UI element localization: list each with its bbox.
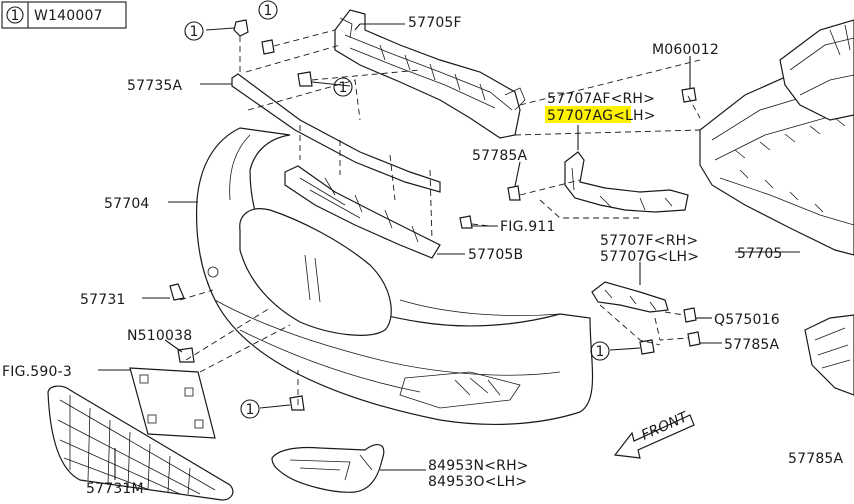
part-57731M-lower-grille	[47, 385, 234, 501]
label-84953N[interactable]: 84953N<RH>	[428, 458, 529, 474]
part-labels: 57705F 57735A M060012 57707AF<RH> 57707A…	[2, 15, 844, 497]
part-lower-right-bracket	[804, 314, 854, 396]
label-57704[interactable]: 57704	[104, 196, 150, 212]
callout-number: 1	[189, 24, 198, 40]
callout-circles: 1 1 1 1 1	[184, 0, 610, 419]
small-fasteners	[169, 19, 701, 411]
part-57707G-bracket	[591, 281, 669, 313]
label-N510038[interactable]: N510038	[127, 328, 192, 344]
label-57705[interactable]: 57705	[737, 246, 783, 262]
part-57705F-bracket	[334, 9, 526, 139]
callout-number: 1	[595, 344, 604, 360]
label-57785A-top[interactable]: 57785A	[472, 148, 528, 164]
label-FIG590-3[interactable]: FIG.590-3	[2, 364, 72, 380]
label-Q575016[interactable]: Q575016	[714, 312, 780, 328]
label-57707AF[interactable]: 57707AF<RH>	[547, 91, 655, 107]
label-M060012[interactable]: M060012	[652, 42, 719, 58]
legend-code: W140007	[34, 8, 103, 24]
part-57704-bumper-cover	[196, 127, 594, 425]
callout-number: 1	[245, 402, 254, 418]
callout-circle	[184, 21, 204, 41]
part-license-plate-bracket	[129, 367, 216, 439]
label-57731M[interactable]: 57731M	[86, 481, 144, 497]
callout-circle	[333, 77, 353, 97]
legend-box: 1 W140007	[1, 1, 127, 29]
label-57707AG[interactable]: 57707AG<LH>	[547, 108, 656, 124]
part-57707AG-bracket	[564, 151, 689, 213]
part-57705B-support	[284, 165, 441, 259]
callout-number: 1	[263, 3, 272, 19]
callout-circle	[590, 341, 610, 361]
callout-number: 1	[338, 80, 347, 96]
front-direction-arrow: FRONT	[613, 409, 695, 459]
leader-lines	[98, 23, 800, 480]
callout-circle	[258, 0, 278, 20]
label-57785A-bottom-right[interactable]: 57785A	[788, 451, 844, 467]
label-57785A-mid[interactable]: 57785A	[724, 337, 780, 353]
legend-circle-number: 1	[10, 8, 19, 24]
part-top-right-absorber	[779, 19, 854, 121]
label-84953O[interactable]: 84953O<LH>	[428, 474, 527, 490]
label-57731[interactable]: 57731	[80, 292, 126, 308]
label-57705B[interactable]: 57705B	[468, 247, 523, 263]
dashed-assembly-lines	[179, 29, 854, 405]
label-FIG911[interactable]: FIG.911	[500, 219, 556, 235]
label-57705F[interactable]: 57705F	[408, 15, 462, 31]
label-57735A[interactable]: 57735A	[127, 78, 183, 94]
part-84953-fog-cover	[271, 443, 385, 493]
part-57735A-strip	[231, 73, 441, 193]
highlight-57707AG	[545, 106, 631, 123]
label-57707G[interactable]: 57707G<LH>	[600, 249, 699, 265]
label-57707F[interactable]: 57707F<RH>	[600, 233, 698, 249]
callout-circle	[240, 399, 260, 419]
